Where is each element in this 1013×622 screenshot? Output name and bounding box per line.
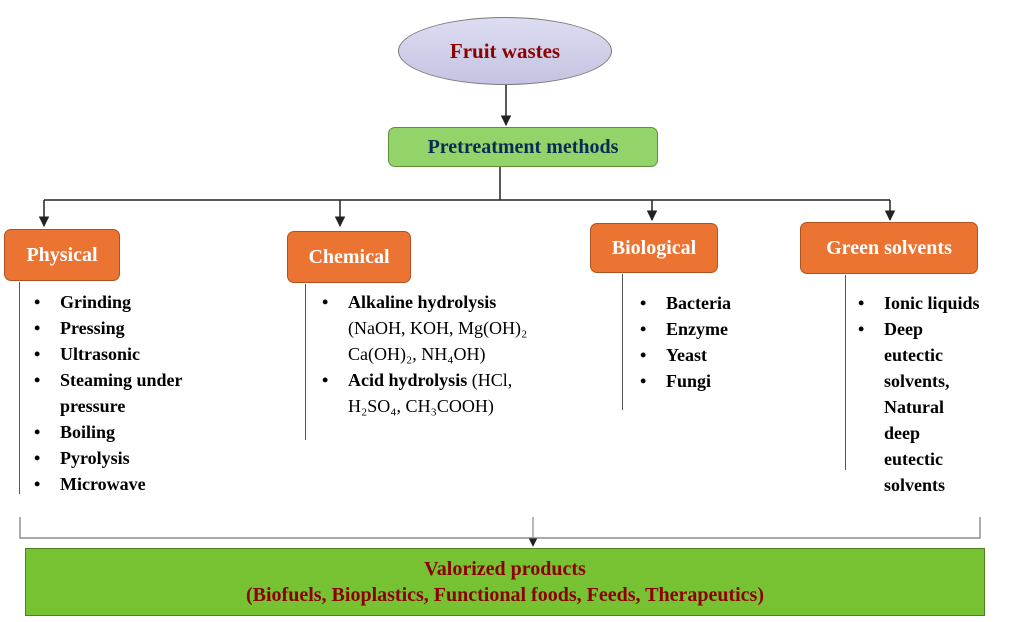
green-solvents-label: Green solvents [826, 236, 952, 259]
list-item: •Ultrasonic [34, 344, 140, 364]
green-solvents-node: Green solvents [800, 222, 978, 274]
green-solvents-list: •Ionic liquids •Deep eutectic solvents, … [858, 290, 1008, 498]
pretreatment-methods-label: Pretreatment methods [427, 135, 619, 158]
list-item: •Steaming under pressure [34, 370, 183, 416]
list-item: •Deep eutectic solvents, Natural deep eu… [858, 319, 950, 495]
list-item: •Pyrolysis [34, 448, 130, 468]
list-item-acid: • Acid hydrolysis (HCl, H₂SO₄, CH₃COOH) [322, 370, 513, 416]
physical-column-line [19, 282, 20, 494]
list-item: •Bacteria [640, 293, 731, 313]
biological-label: Biological [611, 236, 697, 259]
bottom-bracket [19, 517, 981, 539]
biological-list: •Bacteria •Enzyme •Yeast •Fungi [640, 290, 780, 394]
valorized-products-node: Valorized products (Biofuels, Bioplastic… [25, 548, 985, 616]
list-item: •Ionic liquids [858, 293, 980, 313]
alkaline-detail: (NaOH, KOH, Mg(OH)₂ Ca(OH)₂, NH₄OH) [348, 318, 528, 364]
acid-detail: (HCl, H₂SO₄, CH₃COOH) [348, 370, 513, 416]
list-item: •Enzyme [640, 319, 728, 339]
fruit-wastes-label: Fruit wastes [449, 38, 561, 63]
list-item-alkaline: • Alkaline hydrolysis(NaOH, KOH, Mg(OH)₂… [322, 292, 528, 364]
green-column-line [845, 275, 846, 470]
chemical-list: • Alkaline hydrolysis(NaOH, KOH, Mg(OH)₂… [322, 289, 552, 419]
biological-node: Biological [590, 223, 718, 273]
chemical-label: Chemical [308, 245, 390, 268]
pretreatment-methods-node: Pretreatment methods [388, 127, 658, 167]
fruit-wastes-node: Fruit wastes [398, 17, 612, 85]
list-item: •Boiling [34, 422, 116, 442]
list-item: •Grinding [34, 292, 132, 312]
valorized-products-title: Valorized products [424, 558, 586, 580]
list-item: •Pressing [34, 318, 125, 338]
physical-list: •Grinding •Pressing •Ultrasonic •Steamin… [34, 289, 274, 497]
chemical-node: Chemical [287, 231, 411, 283]
list-item: •Yeast [640, 345, 707, 365]
valorized-products-subtitle: (Biofuels, Bioplastics, Functional foods… [246, 584, 764, 606]
physical-node: Physical [4, 229, 120, 281]
chemical-column-line [305, 284, 306, 440]
list-item: •Microwave [34, 474, 146, 494]
list-item: •Fungi [640, 371, 712, 391]
biological-column-line [622, 274, 623, 410]
physical-label: Physical [26, 243, 98, 266]
